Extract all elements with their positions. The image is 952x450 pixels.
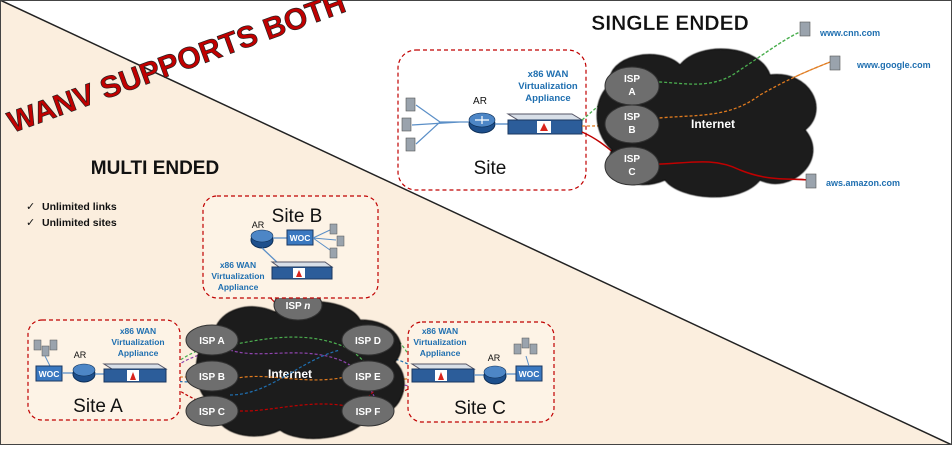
router-icon <box>72 363 96 383</box>
site-b-appliance-line1: x86 WAN <box>220 260 256 270</box>
site-a-woc: WOC <box>39 369 60 379</box>
isp-cloud-right-d: ISP D <box>341 324 395 356</box>
wan-appliance-icon <box>410 363 476 383</box>
site-c-label: Site C <box>454 398 506 419</box>
isp-left-a: ISP A <box>199 336 225 347</box>
bullet-unlimited-links: Unlimited links <box>42 201 117 213</box>
site-b-label: Site B <box>272 206 323 227</box>
site-a-router-label: AR <box>74 350 87 360</box>
site-b-appliance-line3: Appliance <box>218 282 259 292</box>
isp-cloud-left-c: ISP C <box>185 395 239 427</box>
isp-cloud-a: ISP A <box>604 66 660 106</box>
wan-appliance-icon <box>102 363 168 383</box>
site-a-appliance-line1: x86 WAN <box>120 326 156 336</box>
isp-n-label: ISP n <box>286 301 311 312</box>
woc-box-c: WOC <box>515 365 543 382</box>
isp-cloud-left-b: ISP B <box>185 360 239 392</box>
isp-right-d: ISP D <box>355 336 381 347</box>
lan-links <box>411 104 470 145</box>
lan-links <box>44 355 51 367</box>
isp-cloud-b: ISP B <box>604 104 660 144</box>
site-c-appliance-line1: x86 WAN <box>422 326 458 336</box>
isp-left-c: ISP C <box>199 407 225 418</box>
isp-a-line2: A <box>628 87 635 98</box>
isp-cloud-right-f: ISP F <box>341 395 395 427</box>
wan-appliance-icon <box>270 261 334 280</box>
site-a-appliance-line3: Appliance <box>118 348 159 358</box>
check-icon: ✓ <box>26 217 35 229</box>
router-icon <box>483 365 507 385</box>
isp-b-line1: ISP <box>624 112 640 123</box>
site-b-woc: WOC <box>290 233 311 243</box>
check-icon: ✓ <box>26 201 35 213</box>
single-router-label: AR <box>473 96 487 107</box>
single-appliance-line3: Appliance <box>525 93 570 104</box>
site-c-appliance-line2: Virtualization <box>413 337 466 347</box>
isp-right-e: ISP E <box>355 372 381 383</box>
isp-cloud-c: ISP C <box>604 146 660 186</box>
single-ended-heading: SINGLE ENDED <box>591 12 749 35</box>
site-c-router-label: AR <box>488 353 501 363</box>
server-icon <box>799 21 811 37</box>
isp-c-line1: ISP <box>624 154 640 165</box>
server-icon <box>805 173 817 189</box>
isp-b-line2: B <box>628 125 635 136</box>
multi-internet-label: Internet <box>268 367 312 381</box>
site-b-router-label: AR <box>252 220 265 230</box>
isp-n-suffix: n <box>304 301 310 312</box>
single-internet-label: Internet <box>691 117 735 131</box>
bullet-unlimited-sites: Unlimited sites <box>42 217 117 229</box>
woc-box-a: WOC <box>35 365 63 382</box>
single-appliance-line1: x86 WAN <box>528 69 569 80</box>
dest-google: www.google.com <box>856 60 931 70</box>
isp-c-line2: C <box>628 167 635 178</box>
router-icon <box>250 229 274 249</box>
link-overlay-orange <box>619 61 831 125</box>
wan-appliance-icon <box>506 113 584 135</box>
lan-links <box>525 355 530 367</box>
site-b-appliance-line2: Virtualization <box>211 271 264 281</box>
lan-links <box>312 229 337 251</box>
isp-n-prefix: ISP <box>286 301 305 312</box>
server-icon <box>513 337 538 355</box>
site-a-label: Site A <box>73 396 123 417</box>
router-icon <box>468 112 496 134</box>
woc-box-b: WOC <box>286 229 314 246</box>
server-icon <box>829 55 841 71</box>
isp-cloud-right-e: ISP E <box>341 360 395 392</box>
server-icon <box>329 223 345 259</box>
single-appliance-line2: Virtualization <box>518 81 578 92</box>
isp-cloud-left-a: ISP A <box>185 324 239 356</box>
site-b-box <box>202 195 379 299</box>
single-site-label: Site <box>474 158 507 179</box>
isp-left-b: ISP B <box>199 372 225 383</box>
dest-aws: aws.amazon.com <box>826 178 900 188</box>
isp-right-f: ISP F <box>356 407 381 418</box>
server-icon <box>401 97 416 152</box>
isp-a-line1: ISP <box>624 74 640 85</box>
multi-ended-heading: MULTI ENDED <box>91 158 219 179</box>
site-c-appliance-line3: Appliance <box>420 348 461 358</box>
site-a-appliance-line2: Virtualization <box>111 337 164 347</box>
dest-cnn: www.cnn.com <box>819 28 880 38</box>
site-c-woc: WOC <box>519 369 540 379</box>
